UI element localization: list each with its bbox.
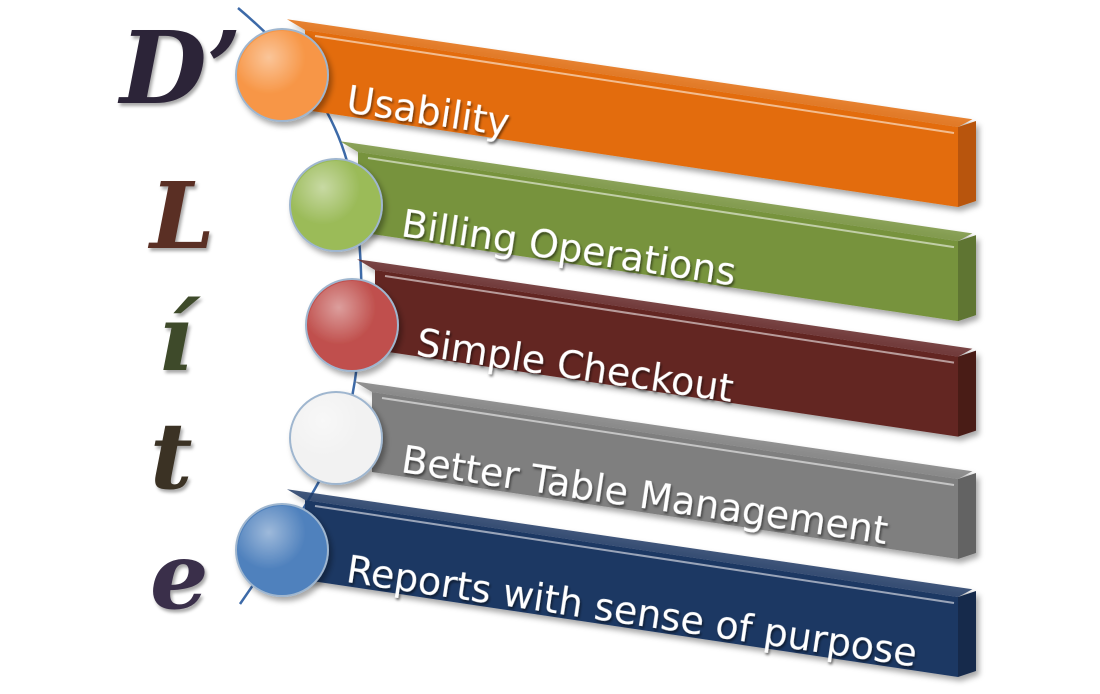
bar-item: [287, 489, 976, 677]
title-letter-t: t: [150, 402, 193, 510]
bar-circle: [235, 503, 329, 597]
bar-item: [340, 141, 976, 322]
bar-highlight: [384, 275, 955, 364]
bar-circle: [289, 391, 383, 485]
bar-front: [375, 270, 958, 437]
bar-end: [958, 121, 976, 207]
title-letter-l: L: [150, 162, 215, 270]
bar-front: [305, 500, 958, 677]
bar-circle: [289, 158, 383, 252]
title-letter-i: í: [158, 284, 193, 392]
bar-top: [287, 19, 973, 128]
title-letter-e: e: [150, 522, 209, 630]
bar-highlight: [314, 35, 955, 134]
bar-front: [372, 392, 958, 560]
bar-end: [958, 591, 976, 677]
bar-item: [354, 381, 976, 560]
bar-front: [305, 30, 958, 207]
title-letter-d: D’: [120, 9, 242, 127]
bar-end: [958, 235, 976, 322]
bar-end: [958, 350, 976, 437]
bar-top: [340, 141, 973, 242]
bar-top: [354, 381, 973, 480]
bar-end: [958, 473, 976, 560]
bar-highlight: [314, 505, 955, 604]
bar-front: [358, 152, 958, 322]
bar-circle: [235, 28, 329, 122]
bar-highlight: [381, 397, 955, 487]
bar-item: [287, 19, 976, 207]
bar-top: [357, 259, 973, 357]
bar-top: [287, 489, 973, 597]
bar-circle: [305, 278, 399, 372]
bar-item: [357, 259, 976, 437]
bar-highlight: [367, 157, 955, 249]
